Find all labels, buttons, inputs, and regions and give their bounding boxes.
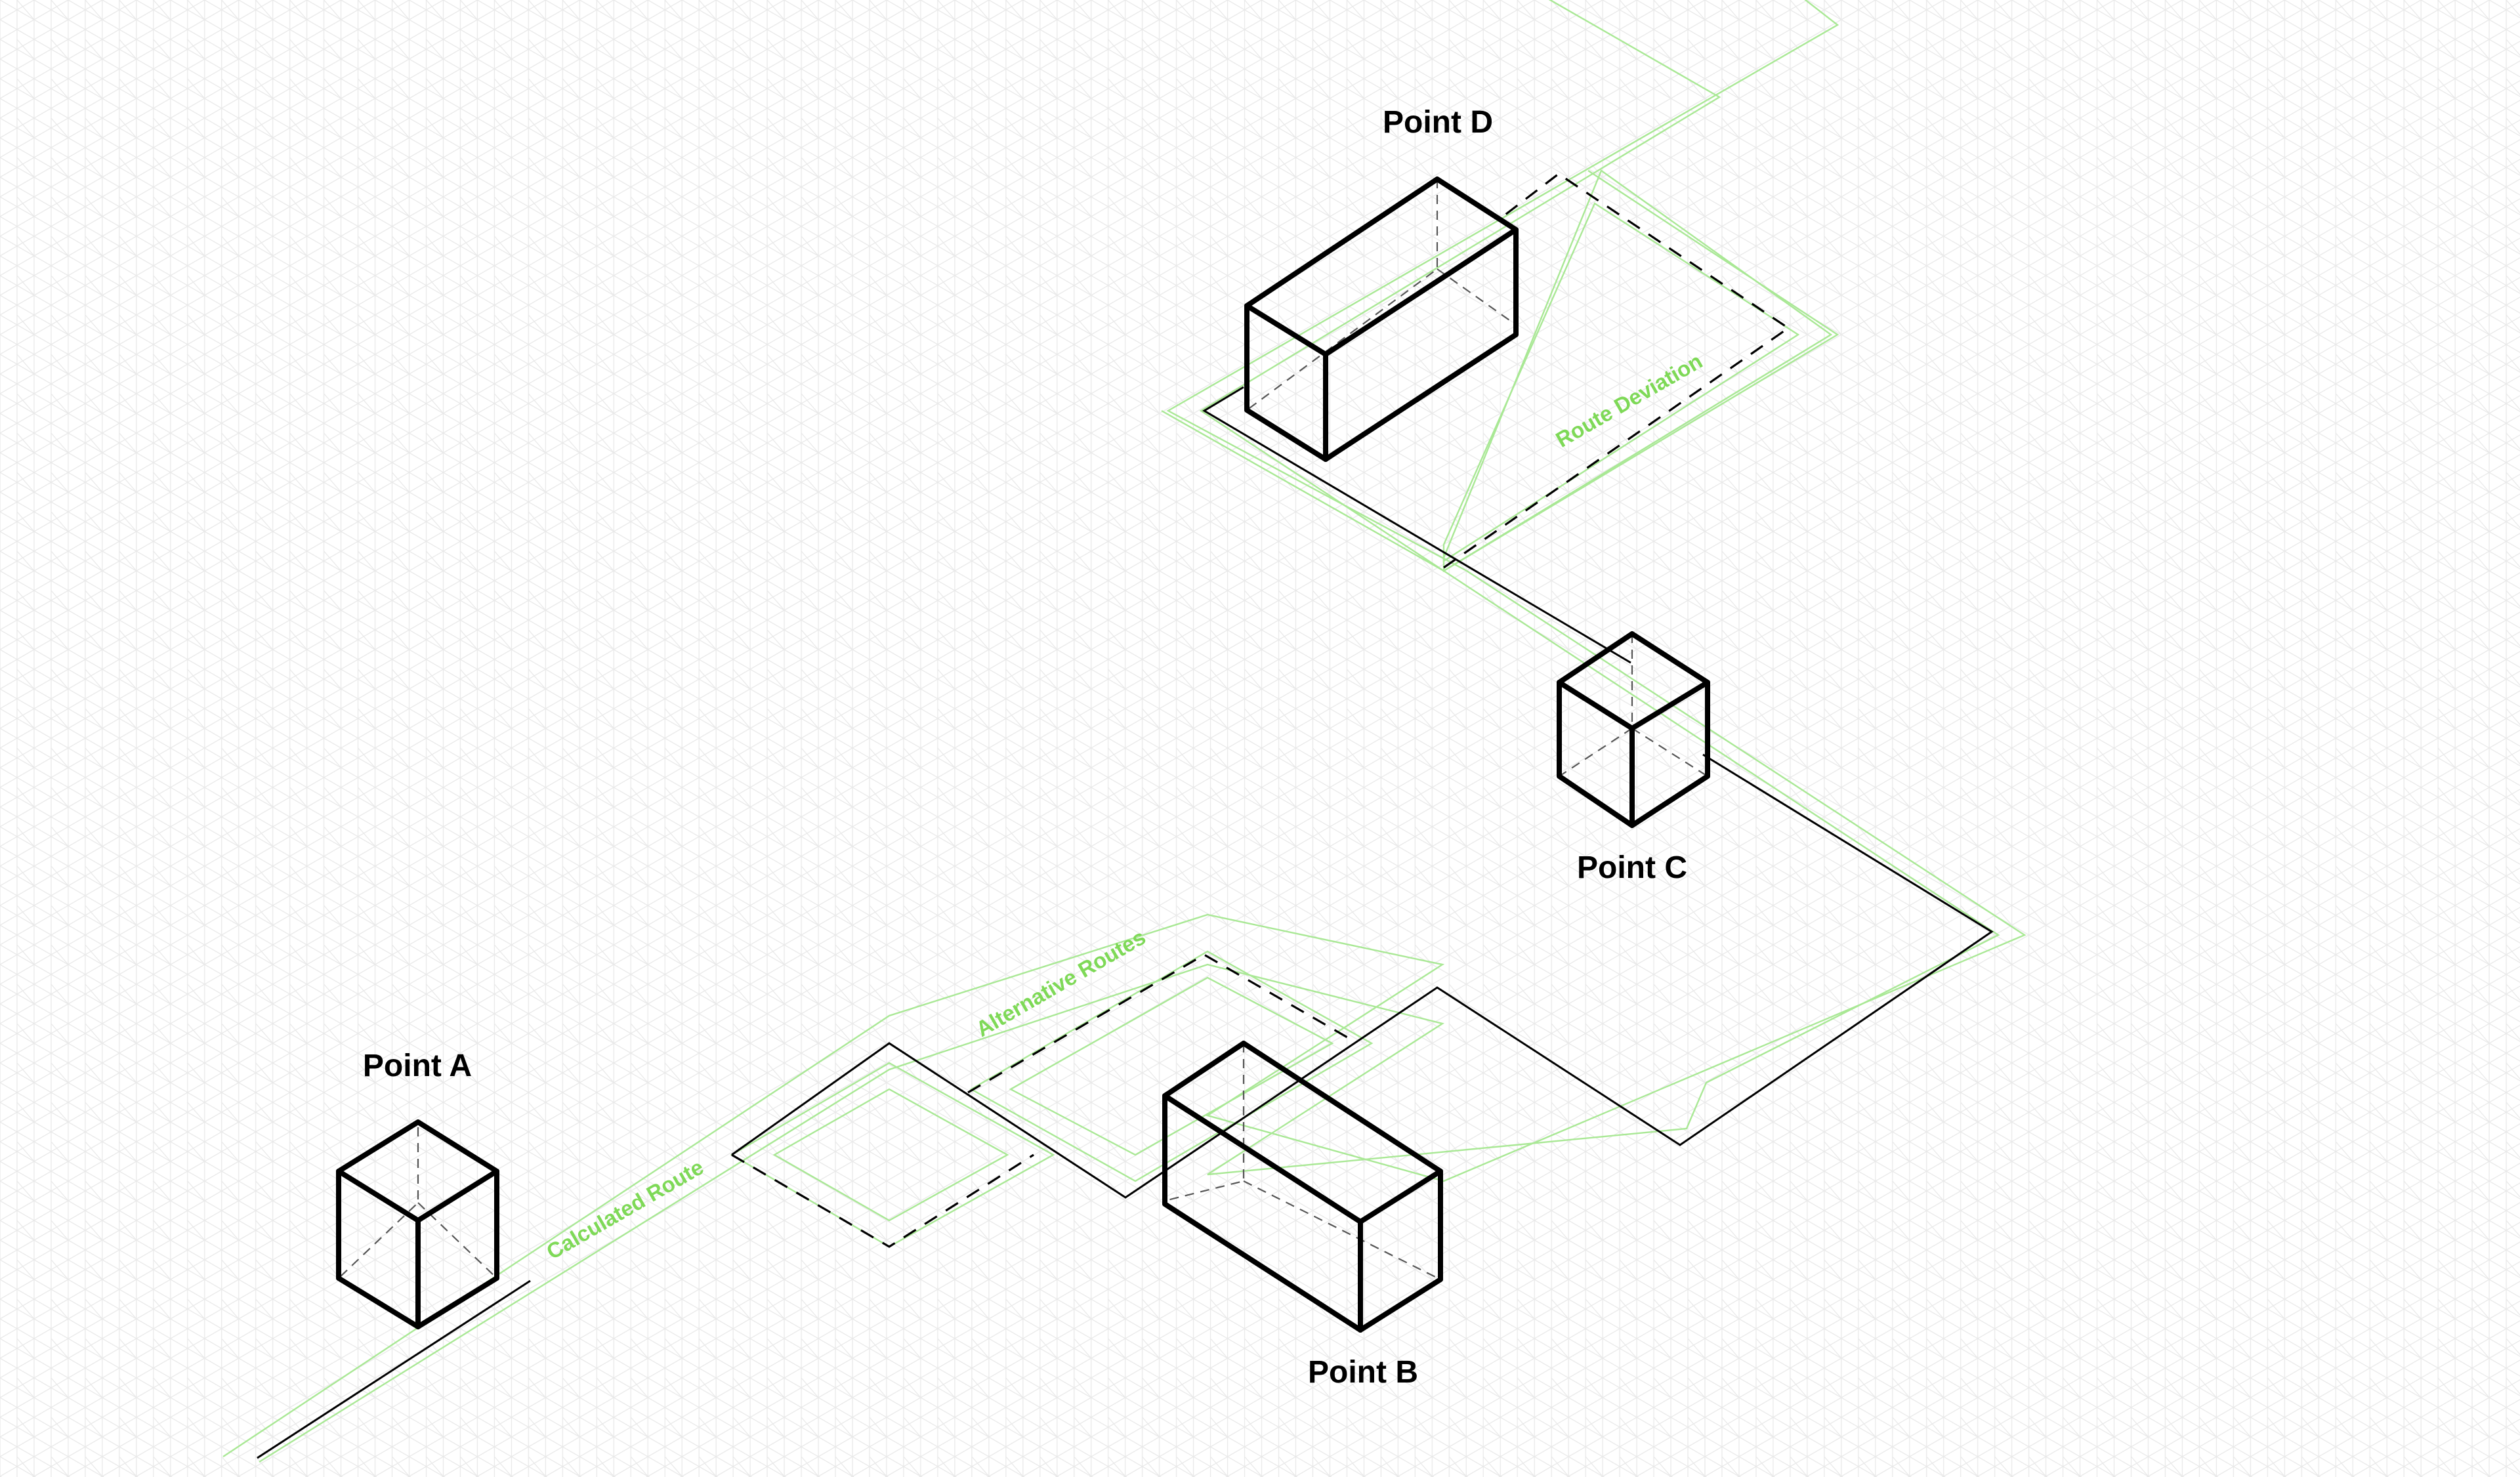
corridor-alt-loop-inner (772, 1088, 1009, 1222)
point-b-label: Point B (1308, 1355, 1418, 1390)
calculated-route-line-upper (1202, 386, 1631, 664)
corridor-alt-loop-outer (730, 1062, 1055, 1248)
alternative-route-dashed-lower (731, 1154, 1034, 1248)
point-c-label: Point C (1577, 850, 1687, 885)
corridor-alt-upper-inner (1009, 976, 1334, 1156)
point-c-box (1557, 631, 1710, 828)
route-deviation-dashed (1443, 173, 1790, 569)
corridor-outer-main (222, 0, 2026, 1458)
corridor-alt-upper-outer (969, 950, 1374, 1182)
alternative-route-dashed-upper (967, 953, 1353, 1094)
corridor-deviation-inner (1442, 202, 1800, 563)
point-d-label: Point D (1383, 105, 1493, 140)
route-corridors (222, 0, 2026, 1463)
point-a-box (336, 1119, 499, 1329)
calculated-route-line (257, 1279, 531, 1459)
corridor-d-right (1443, 169, 1839, 572)
corridor-d-left (1161, 409, 1444, 572)
point-a-label: Point A (363, 1049, 472, 1083)
point-b-box (1162, 1041, 1443, 1333)
calculated-route-line-main (731, 753, 1994, 1199)
point-d-box (1244, 177, 1519, 462)
